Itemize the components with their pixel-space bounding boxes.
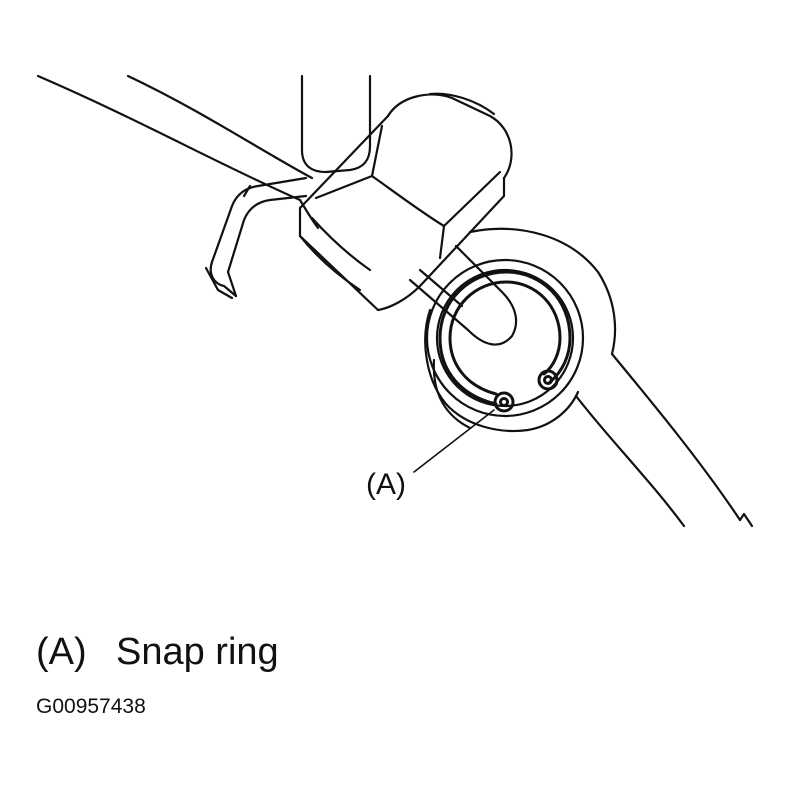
drive-shaft (36, 74, 320, 230)
lever-arm (468, 227, 754, 528)
callout-leader (413, 409, 495, 473)
clamp-block (298, 92, 513, 312)
pole (300, 74, 372, 174)
legend: (A) Snap ring (36, 628, 279, 676)
figure-id: G00957438 (36, 695, 146, 718)
snap-ring (438, 270, 572, 413)
hook-tool (204, 176, 308, 300)
callout-label-a: (A) (366, 468, 406, 501)
legend-description: Snap ring (116, 631, 279, 673)
legend-key: (A) (36, 631, 87, 673)
shaft-stub (408, 244, 518, 346)
